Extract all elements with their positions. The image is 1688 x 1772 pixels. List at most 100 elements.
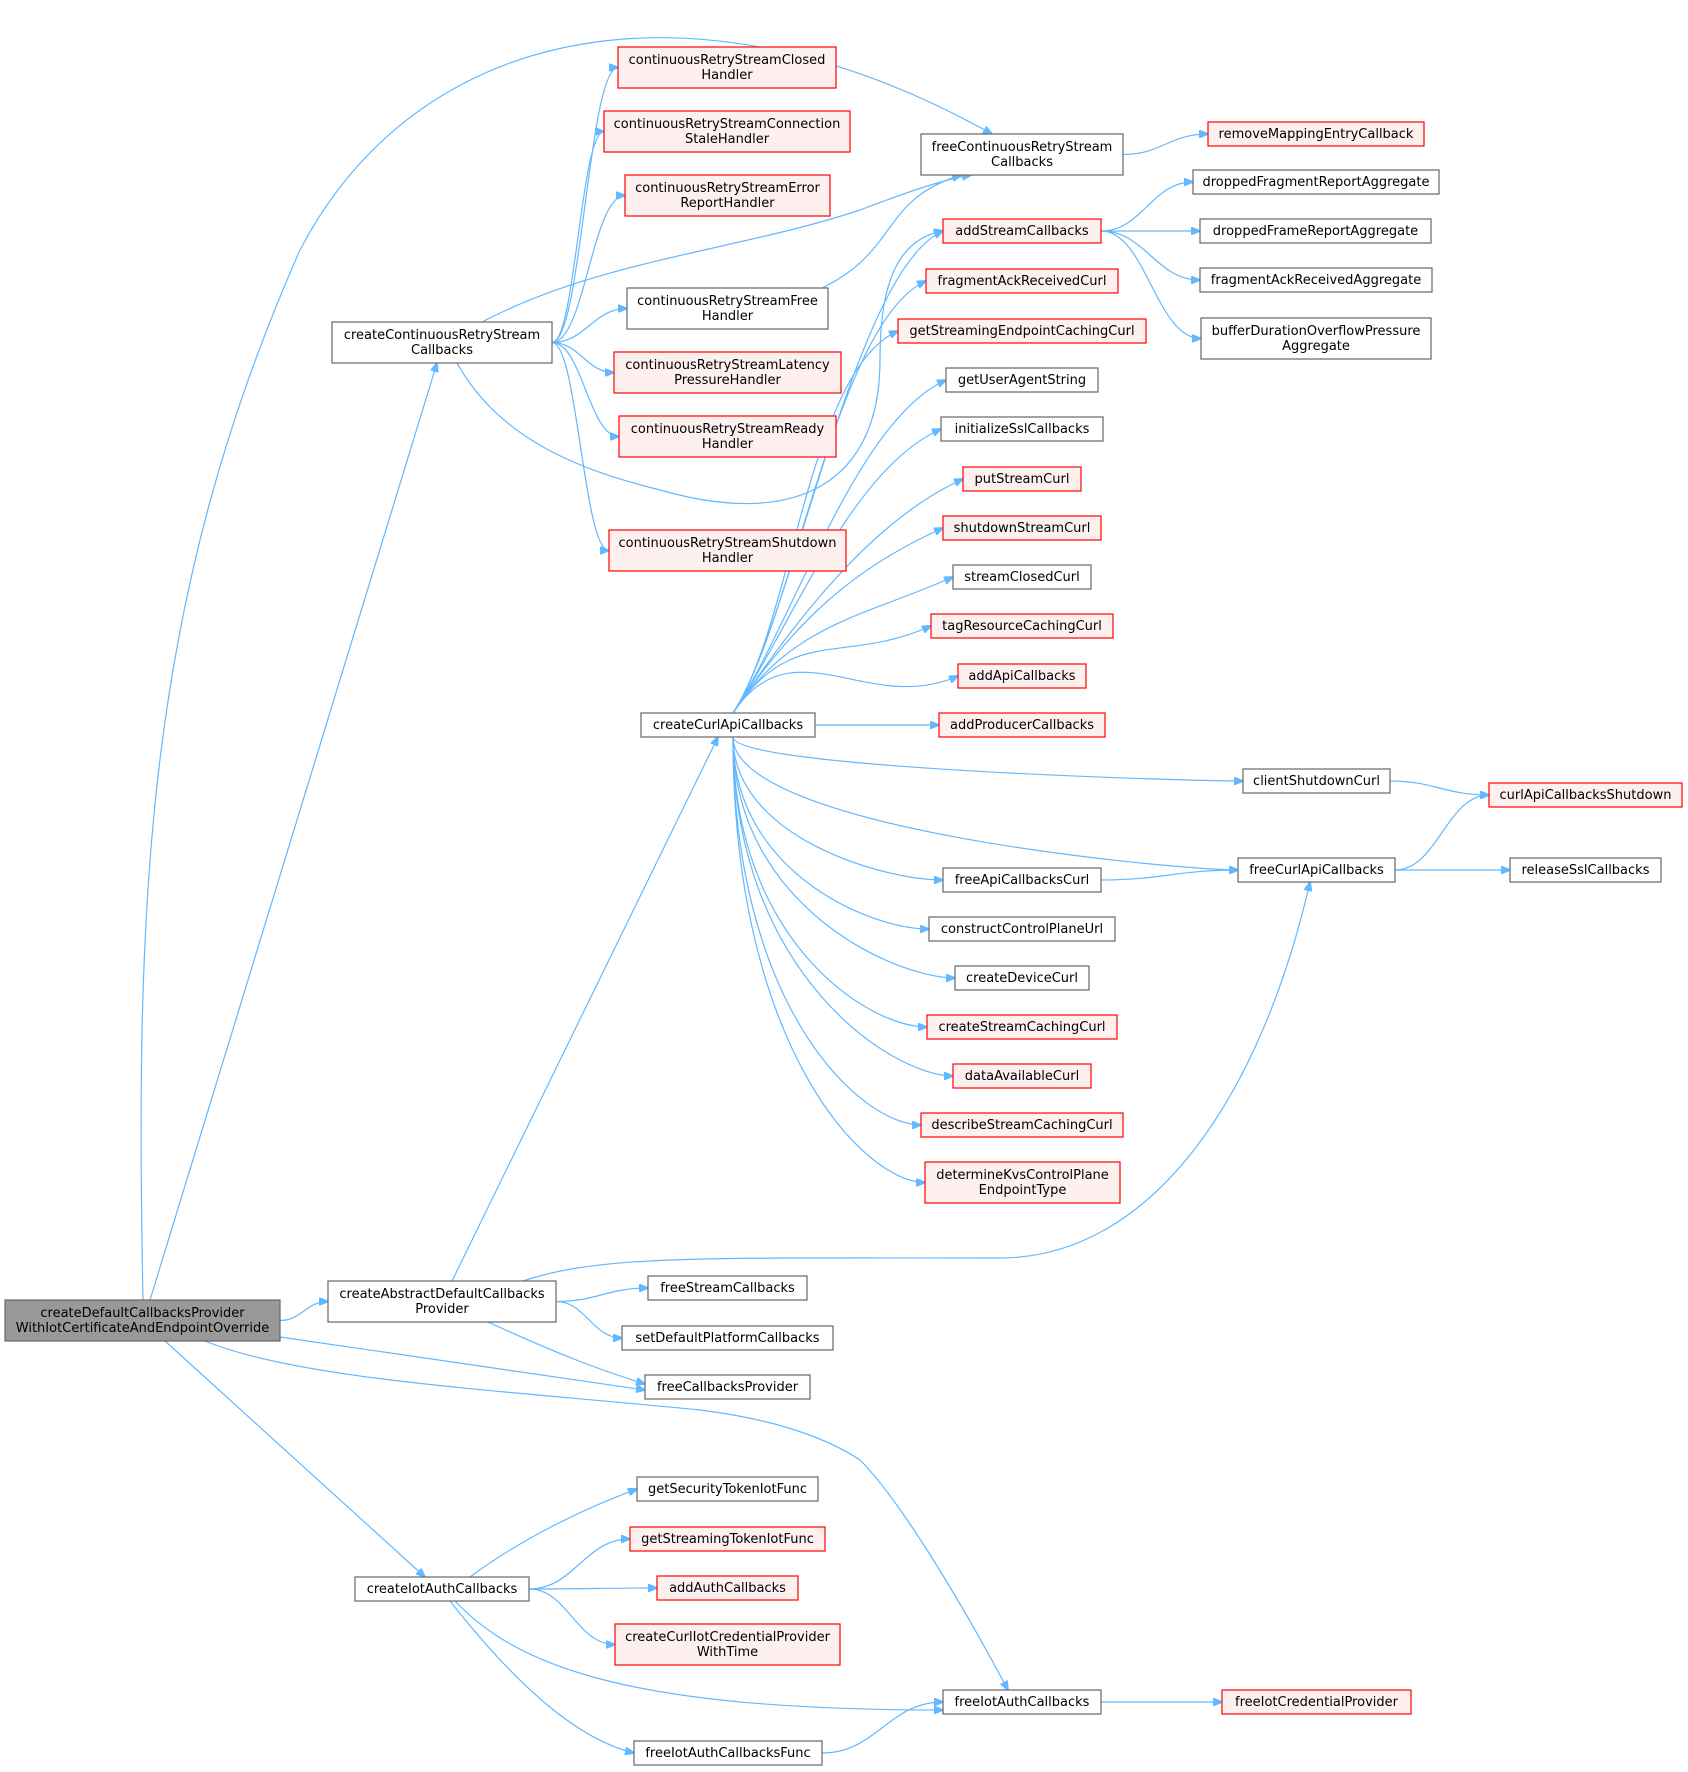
node-root[interactable]: createDefaultCallbacksProviderWithIotCer… bbox=[4, 1299, 281, 1342]
node-freeIotAuthCallbacksFunc[interactable]: freeIotAuthCallbacksFunc bbox=[633, 1740, 823, 1766]
node-shutdownStreamCurl[interactable]: shutdownStreamCurl bbox=[942, 515, 1102, 541]
node-createCurlApiCallbacks[interactable]: createCurlApiCallbacks bbox=[640, 712, 816, 738]
node-box[interactable] bbox=[644, 1374, 811, 1400]
node-freeIotAuthCallbacks[interactable]: freeIotAuthCallbacks bbox=[942, 1689, 1102, 1715]
node-getUserAgentString[interactable]: getUserAgentString bbox=[945, 367, 1099, 393]
node-setDefaultPlatformCallbacks[interactable]: setDefaultPlatformCallbacks bbox=[621, 1325, 834, 1351]
node-box[interactable] bbox=[1207, 121, 1425, 147]
node-freeCallbacksProvider[interactable]: freeCallbacksProvider bbox=[644, 1374, 811, 1400]
node-freeApiCallbacksCurl[interactable]: freeApiCallbacksCurl bbox=[942, 867, 1102, 893]
node-dataAvailableCurl[interactable]: dataAvailableCurl bbox=[952, 1063, 1092, 1089]
node-box[interactable] bbox=[942, 867, 1102, 893]
node-box[interactable] bbox=[925, 268, 1119, 294]
node-box[interactable] bbox=[938, 712, 1106, 738]
node-box[interactable] bbox=[1200, 317, 1432, 360]
node-box[interactable] bbox=[608, 529, 847, 572]
node-box[interactable] bbox=[924, 1161, 1121, 1204]
node-box[interactable] bbox=[354, 1576, 530, 1602]
node-box[interactable] bbox=[621, 1325, 834, 1351]
node-box[interactable] bbox=[1242, 768, 1391, 794]
node-box[interactable] bbox=[647, 1275, 808, 1301]
node-box[interactable] bbox=[928, 916, 1116, 942]
node-box[interactable] bbox=[626, 287, 829, 330]
node-fragmentAckReceivedAggregate[interactable]: fragmentAckReceivedAggregate bbox=[1199, 267, 1433, 293]
node-box[interactable] bbox=[656, 1575, 799, 1601]
node-fragmentAckReceivedCurl[interactable]: fragmentAckReceivedCurl bbox=[925, 268, 1119, 294]
node-box[interactable] bbox=[617, 46, 837, 89]
node-box[interactable] bbox=[954, 965, 1090, 991]
node-getSecurityTokenIotFunc[interactable]: getSecurityTokenIotFunc bbox=[636, 1476, 819, 1502]
node-createDeviceCurl[interactable]: createDeviceCurl bbox=[954, 965, 1090, 991]
node-box[interactable] bbox=[1199, 267, 1433, 293]
node-box[interactable] bbox=[962, 466, 1082, 492]
node-box[interactable] bbox=[920, 1112, 1124, 1138]
node-releaseSslCallbacks[interactable]: releaseSslCallbacks bbox=[1509, 857, 1662, 883]
node-box[interactable] bbox=[930, 613, 1114, 639]
node-box[interactable] bbox=[957, 663, 1087, 689]
node-box[interactable] bbox=[633, 1740, 823, 1766]
node-box[interactable] bbox=[942, 218, 1102, 244]
node-box[interactable] bbox=[614, 1623, 841, 1666]
node-box[interactable] bbox=[640, 712, 816, 738]
node-initializeSslCallbacks[interactable]: initializeSslCallbacks bbox=[940, 416, 1104, 442]
node-box[interactable] bbox=[942, 515, 1102, 541]
node-box[interactable] bbox=[952, 1063, 1092, 1089]
node-getStreamingTokenIotFunc[interactable]: getStreamingTokenIotFunc bbox=[629, 1526, 826, 1552]
node-putStreamCurl[interactable]: putStreamCurl bbox=[962, 466, 1082, 492]
node-droppedFrameReportAggregate[interactable]: droppedFrameReportAggregate bbox=[1199, 218, 1432, 244]
node-box[interactable] bbox=[1221, 1689, 1412, 1715]
node-continuousRetryStreamLatencyPressureHandler[interactable]: continuousRetryStreamLatencyPressureHand… bbox=[613, 351, 842, 394]
node-box[interactable] bbox=[327, 1280, 557, 1323]
node-box[interactable] bbox=[613, 351, 842, 394]
node-box[interactable] bbox=[1237, 857, 1396, 883]
node-clientShutdownCurl[interactable]: clientShutdownCurl bbox=[1242, 768, 1391, 794]
node-box[interactable] bbox=[331, 321, 553, 364]
node-curlApiCallbacksShutdown[interactable]: curlApiCallbacksShutdown bbox=[1488, 782, 1683, 808]
node-constructControlPlaneUrl[interactable]: constructControlPlaneUrl bbox=[928, 916, 1116, 942]
node-freeStreamCallbacks[interactable]: freeStreamCallbacks bbox=[647, 1275, 808, 1301]
node-box[interactable] bbox=[1488, 782, 1683, 808]
node-freeCurlApiCallbacks[interactable]: freeCurlApiCallbacks bbox=[1237, 857, 1396, 883]
node-getStreamingEndpointCachingCurl[interactable]: getStreamingEndpointCachingCurl bbox=[897, 318, 1147, 344]
node-createStreamCachingCurl[interactable]: createStreamCachingCurl bbox=[926, 1014, 1118, 1040]
node-box[interactable] bbox=[4, 1299, 281, 1342]
node-box[interactable] bbox=[945, 367, 1099, 393]
node-box[interactable] bbox=[1192, 169, 1440, 195]
node-box[interactable] bbox=[1199, 218, 1432, 244]
node-box[interactable] bbox=[920, 133, 1124, 176]
node-describeStreamCachingCurl[interactable]: describeStreamCachingCurl bbox=[920, 1112, 1124, 1138]
node-box[interactable] bbox=[952, 564, 1092, 590]
node-addProducerCallbacks[interactable]: addProducerCallbacks bbox=[938, 712, 1106, 738]
node-box[interactable] bbox=[624, 174, 831, 217]
node-addApiCallbacks[interactable]: addApiCallbacks bbox=[957, 663, 1087, 689]
node-box[interactable] bbox=[603, 110, 851, 153]
node-box[interactable] bbox=[897, 318, 1147, 344]
node-addStreamCallbacks[interactable]: addStreamCallbacks bbox=[942, 218, 1102, 244]
node-removeMappingEntryCallback[interactable]: removeMappingEntryCallback bbox=[1207, 121, 1425, 147]
node-box[interactable] bbox=[926, 1014, 1118, 1040]
node-box[interactable] bbox=[942, 1689, 1102, 1715]
node-addAuthCallbacks[interactable]: addAuthCallbacks bbox=[656, 1575, 799, 1601]
node-box[interactable] bbox=[1509, 857, 1662, 883]
node-box[interactable] bbox=[940, 416, 1104, 442]
node-createIotAuthCallbacks[interactable]: createIotAuthCallbacks bbox=[354, 1576, 530, 1602]
node-freeIotCredentialProvider[interactable]: freeIotCredentialProvider bbox=[1221, 1689, 1412, 1715]
node-box[interactable] bbox=[629, 1526, 826, 1552]
node-box[interactable] bbox=[636, 1476, 819, 1502]
node-droppedFragmentReportAggregate[interactable]: droppedFragmentReportAggregate bbox=[1192, 169, 1440, 195]
node-tagResourceCachingCurl[interactable]: tagResourceCachingCurl bbox=[930, 613, 1114, 639]
node-streamClosedCurl[interactable]: streamClosedCurl bbox=[952, 564, 1092, 590]
node-continuousRetryStreamConnectionStaleHandler[interactable]: continuousRetryStreamConnectionStaleHand… bbox=[603, 110, 851, 153]
node-box[interactable] bbox=[618, 415, 837, 458]
